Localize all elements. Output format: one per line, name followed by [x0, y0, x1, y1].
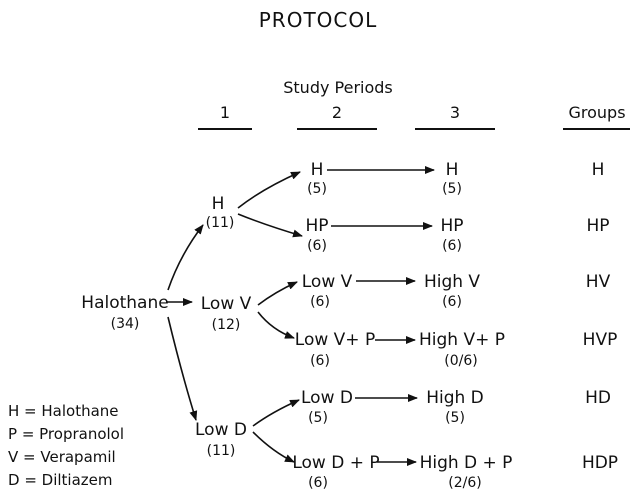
period3-node-count: (5)	[445, 410, 465, 426]
group-label: HVP	[582, 330, 618, 350]
period1-node-count: (11)	[206, 443, 236, 459]
period2-node-label: Low V+ P	[294, 330, 376, 350]
period2-node-label: Low D + P	[292, 453, 380, 473]
groups-header: Groups	[568, 103, 626, 122]
period2-node-label: Low V	[301, 272, 353, 292]
arrow-h-to-h	[237, 171, 301, 209]
legend-item: D = Diltiazem	[8, 471, 113, 489]
legend-item: V = Verapamil	[8, 448, 116, 466]
period2-node-count: (5)	[307, 181, 327, 197]
arrow-low-v-to-low-v	[257, 281, 298, 306]
period3-node-count: (5)	[442, 181, 462, 197]
period-3-header: 3	[449, 103, 461, 122]
period3-node-label: HP	[440, 216, 464, 236]
period3-node-label: High V	[423, 272, 481, 292]
arrow-low-v-to-low-v-p	[257, 311, 295, 339]
arrow-h-to-hp	[237, 213, 303, 238]
period2-node-label: HP	[305, 216, 329, 236]
period2-node-count: (6)	[307, 238, 327, 254]
group-label: H	[591, 160, 605, 180]
legend-item: P = Propranolol	[8, 425, 125, 443]
period3-node-count: (0/6)	[444, 353, 478, 369]
study-periods-header: Study Periods	[283, 78, 393, 97]
period2-node-count: (6)	[308, 475, 328, 491]
period3-node-label: High D + P	[419, 453, 513, 473]
root-node-label: Halothane	[81, 293, 169, 313]
period1-node-count: (12)	[211, 317, 241, 333]
group-label: HP	[586, 216, 610, 236]
period2-node-label: H	[310, 160, 324, 180]
period2-node-count: (6)	[310, 353, 330, 369]
period1-node-label: Low V	[200, 294, 252, 314]
diagram-title: PROTOCOL	[258, 8, 378, 32]
period3-node-count: (2/6)	[448, 475, 482, 491]
group-label: HD	[585, 388, 611, 408]
arrow-low-d-to-low-d-p	[252, 431, 295, 463]
period2-node-count: (6)	[310, 294, 330, 310]
period2-node-label: Low D	[301, 388, 353, 408]
period1-node-label: H	[211, 194, 225, 214]
period1-node-label: Low D	[195, 420, 247, 440]
period3-node-count: (6)	[442, 238, 462, 254]
period-2-header: 2	[331, 103, 343, 122]
period3-node-count: (6)	[442, 294, 462, 310]
legend-item: H = Halothane	[8, 402, 119, 420]
period3-node-label: High D	[426, 388, 484, 408]
root-node-count: (34)	[110, 316, 140, 332]
period-1-header: 1	[219, 103, 231, 122]
period1-node-count: (11)	[205, 215, 235, 231]
period3-node-label: H	[445, 160, 459, 180]
arrow-halothane-to-h	[167, 224, 204, 291]
group-label: HV	[585, 272, 611, 292]
group-label: HDP	[581, 453, 619, 473]
period2-node-count: (5)	[308, 410, 328, 426]
period3-node-label: High V+ P	[418, 330, 506, 350]
arrow-halothane-to-low-d	[167, 316, 198, 421]
arrow-low-d-to-low-d	[252, 399, 300, 427]
